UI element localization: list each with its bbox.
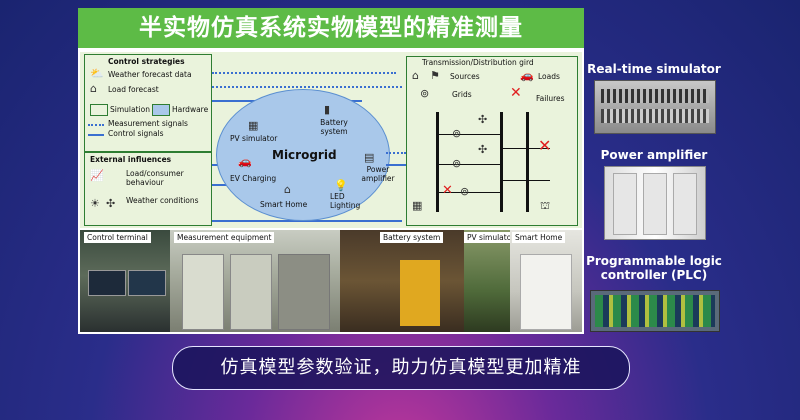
control-signals-legend: Control signals (108, 129, 164, 138)
power-amplifier-title: Power amplifier (600, 148, 708, 162)
pv-simulator-label: PV simulator (230, 134, 278, 143)
pv-icon: ▦ (248, 119, 259, 132)
grid-box-title: Transmission/Distribution gird (422, 58, 534, 67)
real-time-simulator-title: Real-time simulator (587, 62, 721, 76)
simulation-swatch (90, 104, 108, 116)
signal-arrow (386, 152, 406, 154)
real-time-simulator-image (594, 80, 716, 134)
sources-icon: ⚑ (430, 69, 440, 82)
failure-x-icon: ✕ (442, 183, 453, 198)
load-forecast-label: Load forecast (108, 85, 159, 94)
ev-charging-label: EV Charging (230, 174, 277, 183)
loads-icon: 🚗 (520, 69, 534, 82)
signal-arrow (212, 220, 402, 222)
home-icon: ⌂ (284, 183, 291, 196)
load-behaviour-label: Load/consumer behaviour (126, 169, 184, 187)
signal-arrow (386, 164, 406, 166)
plc-title: Programmable logic controller (PLC) (586, 254, 722, 282)
wind-turbine-icon: ✣ (478, 113, 488, 126)
photo-label: Smart Home (512, 232, 566, 243)
grid-line (436, 164, 500, 165)
grid-line (436, 192, 500, 193)
grids-label: Grids (452, 90, 472, 99)
caption-banner: 仿真模型参数验证，助力仿真模型更加精准 (172, 346, 630, 390)
weather-forecast-label: Weather forecast data (108, 70, 192, 79)
load-curve-icon: 📈 (90, 169, 104, 182)
photo-measurement-equipment: Measurement equipment (170, 230, 340, 332)
control-strategies-title: Control strategies (108, 57, 185, 66)
control-strategies-box (84, 54, 212, 152)
microgrid-ellipse (216, 89, 390, 221)
weather-icon: ⛅ (90, 67, 104, 80)
hardware-panel: Real-time simulator Power amplifier Prog… (584, 52, 724, 332)
photo-pv-simulator: PV simulator (464, 230, 510, 332)
failures-label: Failures (536, 94, 565, 103)
transformer-icon: ⊚ (460, 185, 470, 198)
transformer-icon: ⊚ (420, 87, 430, 100)
grid-busbar (526, 112, 529, 212)
grid-line (500, 148, 550, 149)
simulation-legend: Simulation (110, 105, 150, 114)
slide-title: 半实物仿真系统实物模型的精准测量 (78, 8, 584, 48)
led-lighting-label: LED Lighting (330, 192, 361, 210)
microgrid-title: Microgrid (272, 148, 337, 162)
photo-smart-home: Smart Home (510, 230, 582, 332)
wind-turbine-icon: ✣ (106, 197, 116, 210)
transformer-icon: ⊚ (452, 157, 462, 170)
battery-system-label: Battery system (320, 118, 348, 136)
hardware-legend: Hardware (172, 105, 209, 114)
photo-battery-system: Battery system (340, 230, 464, 332)
grid-busbar (500, 112, 503, 212)
power-amplifier-label: Power amplifier (361, 165, 395, 183)
bulb-icon: 💡 (334, 179, 348, 192)
signal-arrow (212, 72, 396, 74)
photo-label: Control terminal (84, 232, 151, 243)
photo-label: Measurement equipment (174, 232, 275, 243)
battery-icon: ▮ (324, 103, 331, 116)
loads-label: Loads (538, 72, 560, 81)
grid-box (406, 56, 578, 226)
control-signal-key (88, 134, 104, 136)
system-diagram: Control strategies ⛅ Weather forecast da… (80, 52, 582, 228)
smart-home-label: Smart Home (260, 200, 308, 209)
failure-x-icon: ✕ (538, 136, 552, 155)
failure-x-icon: ✕ (510, 85, 522, 101)
photo-strip: Control terminal Measurement equipment B… (80, 230, 582, 332)
sun-icon: ☀ (90, 197, 100, 210)
photo-label: Battery system (380, 232, 444, 243)
factory-icon: ⌂ (412, 69, 419, 82)
plc-image (590, 290, 720, 332)
hardware-swatch (152, 104, 170, 116)
transformer-icon: ⊚ (452, 127, 462, 140)
signal-arrow (212, 86, 402, 88)
photo-control-terminal: Control terminal (80, 230, 170, 332)
external-influences-box (84, 152, 212, 226)
external-influences-title: External influences (90, 155, 172, 164)
load-icon: ⌂ (90, 82, 97, 95)
grid-busbar (436, 112, 439, 212)
power-amplifier-image (604, 166, 706, 240)
sources-label: Sources (450, 72, 480, 81)
wind-turbine-icon: ✣ (478, 143, 488, 156)
photo-label: PV simulator (464, 232, 510, 243)
ev-icon: 🚗 (238, 155, 252, 168)
pv-icon: ▦ (412, 199, 423, 212)
weather-conditions-label: Weather conditions (126, 196, 199, 205)
slide-image: 半实物仿真系统实物模型的精准测量 Control strategies ⛅ We… (78, 8, 584, 334)
amplifier-icon: ▤ (364, 151, 375, 164)
measurement-signal-key (88, 124, 104, 126)
factory-icon: ⛫ (540, 199, 551, 212)
grid-line (500, 180, 550, 181)
measurement-signals-legend: Measurement signals (108, 119, 188, 128)
grid-line (436, 134, 500, 135)
